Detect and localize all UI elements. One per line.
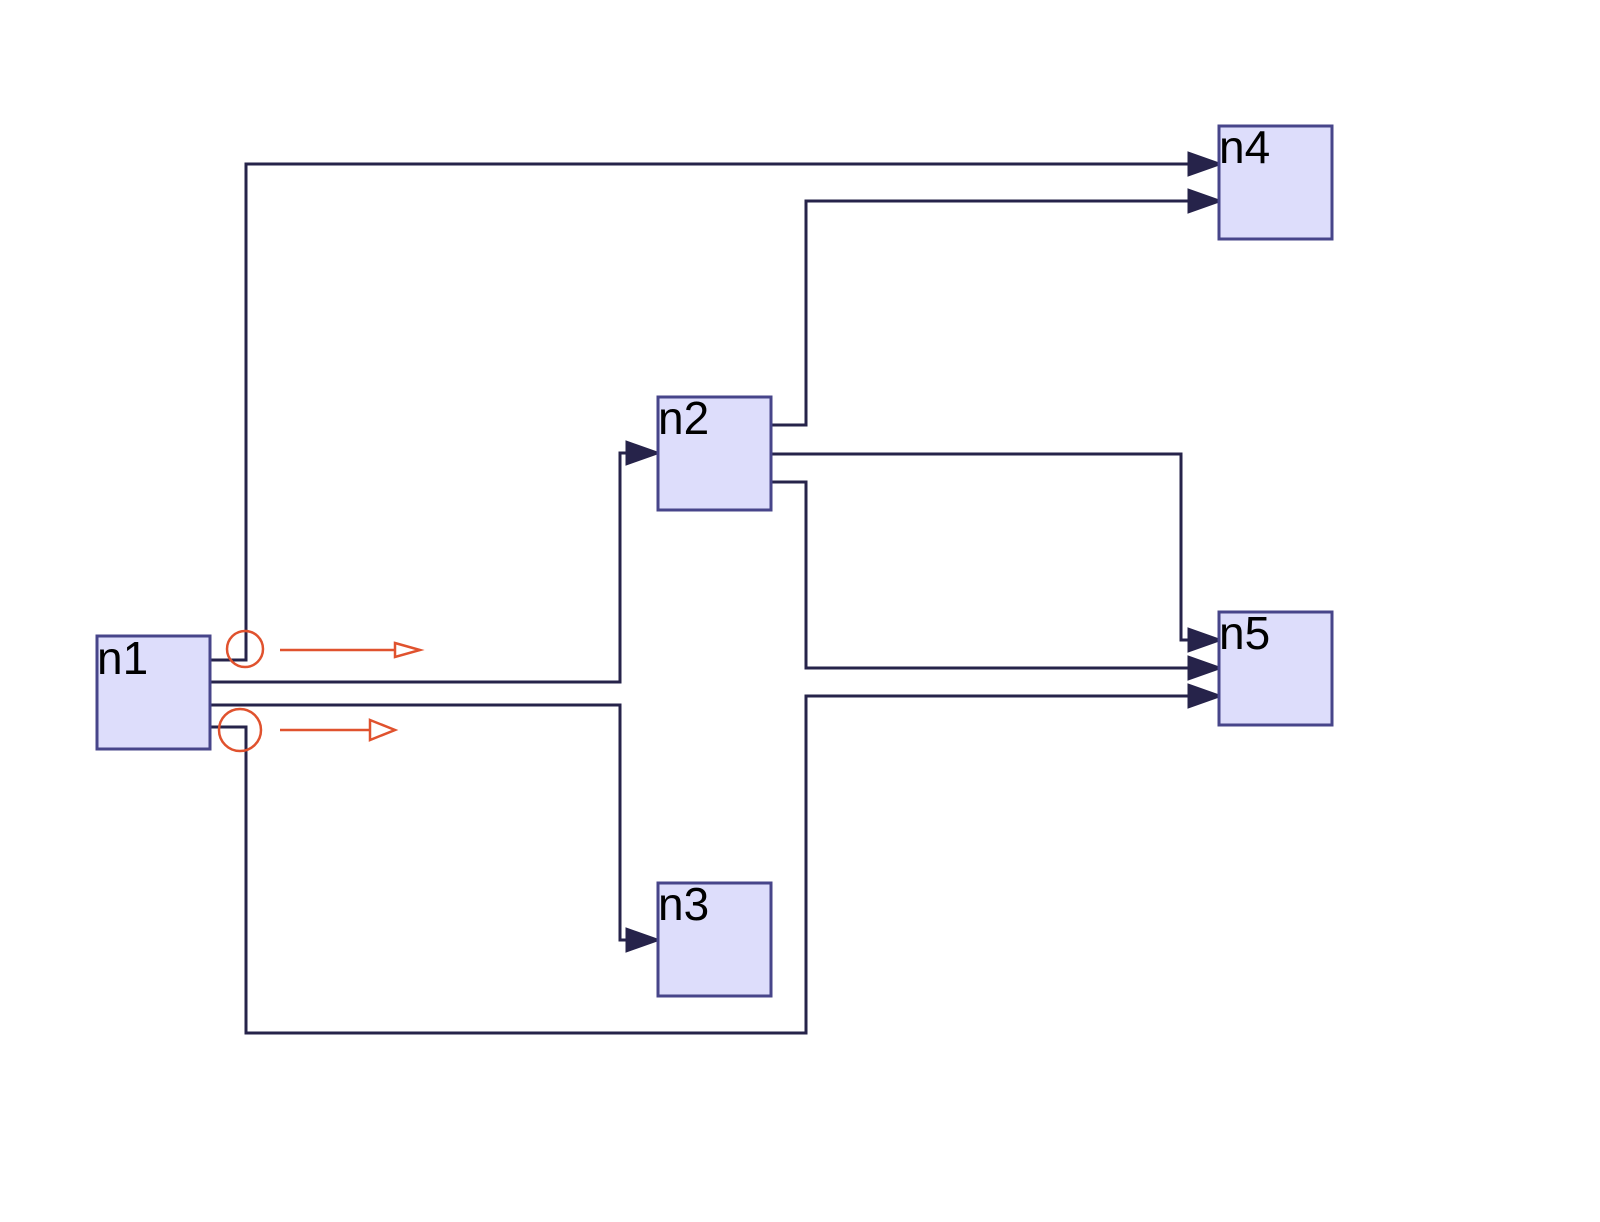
edge-n2-n4: [771, 199, 1190, 427]
edge-n2-n5-b: [771, 480, 1190, 670]
port-marker-top[interactable]: [225, 629, 425, 669]
edge-n1-n4: [211, 162, 1190, 662]
node-n3-box: [656, 881, 773, 998]
edges: [211, 151, 1224, 1035]
node-n2-label: n2: [658, 392, 709, 444]
edge-n1-n2: [211, 451, 628, 684]
node-n4[interactable]: n4: [1217, 121, 1334, 241]
arrow-head-n4-top: [1187, 151, 1224, 177]
node-n5-label: n5: [1219, 607, 1270, 659]
arrow-head-n5-c: [1187, 683, 1224, 709]
node-n2-box: [656, 395, 773, 512]
open-arrow-icon: [368, 718, 399, 742]
arrow-head-n5-b: [1187, 655, 1224, 681]
port-circle-icon: [217, 707, 263, 753]
arrow-head-n3: [625, 927, 662, 953]
node-n4-box: [1217, 124, 1334, 241]
node-n1-label: n1: [97, 632, 148, 684]
node-n3-label: n3: [658, 878, 709, 930]
node-n5-box: [1217, 610, 1334, 727]
node-n1-box: [95, 634, 212, 751]
node-n5[interactable]: n5: [1217, 607, 1334, 727]
port-circle-icon: [225, 629, 265, 669]
node-n3[interactable]: n3: [656, 878, 773, 998]
edge-n1-n5: [211, 694, 1190, 1035]
edge-n2-n5-a: [771, 452, 1190, 642]
port-marker-bottom[interactable]: [217, 707, 399, 753]
arrow-head-n5-a: [1187, 627, 1224, 653]
node-n1[interactable]: n1: [95, 632, 212, 751]
arrow-head-n4-bottom: [1187, 188, 1224, 214]
open-arrow-icon: [393, 641, 425, 659]
arrow-head-n2: [625, 440, 662, 466]
node-n2[interactable]: n2: [656, 392, 773, 512]
edge-n1-n3: [211, 703, 628, 942]
node-n4-label: n4: [1219, 121, 1270, 173]
